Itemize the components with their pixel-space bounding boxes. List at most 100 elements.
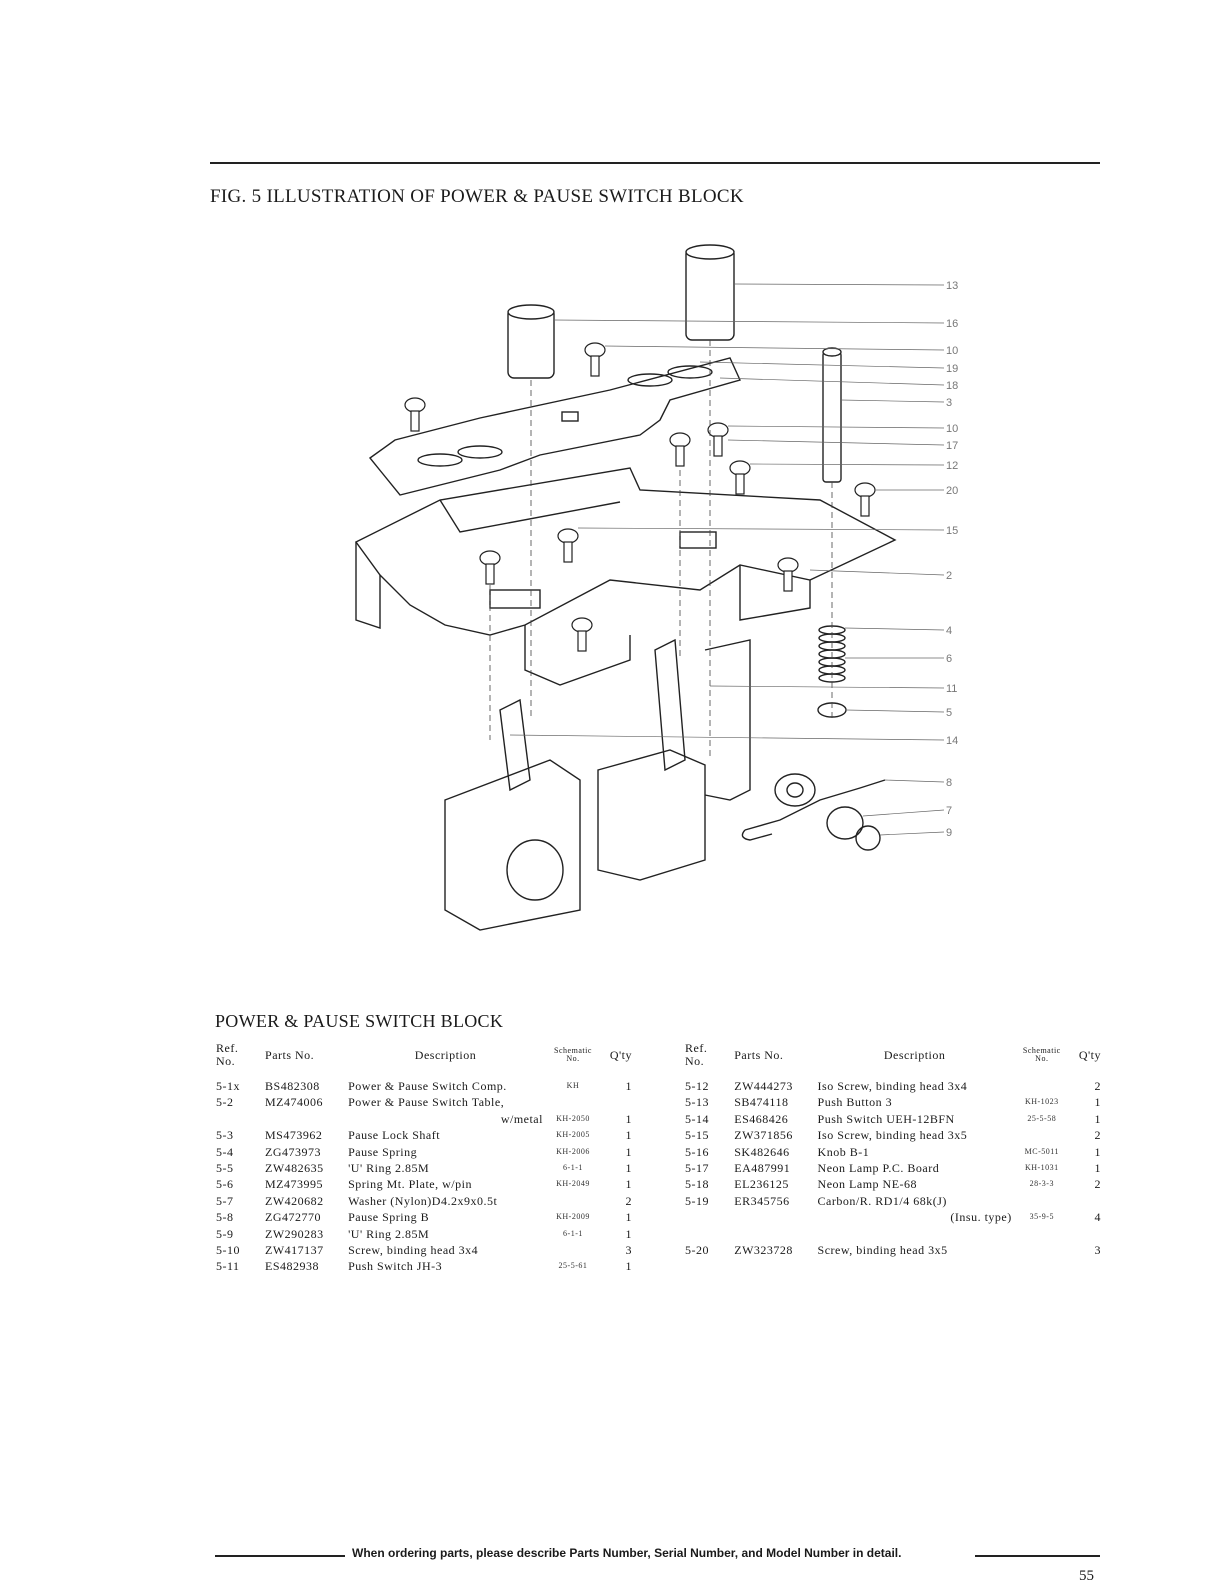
- cell-schematic: KH-1031: [1024, 1163, 1059, 1173]
- header-description: Description: [883, 1047, 946, 1062]
- cell-part-no: ER345756: [734, 1193, 790, 1208]
- callout-12: 12: [946, 460, 958, 472]
- cell-qty: 2: [1094, 1177, 1101, 1192]
- cell-description: Screw, binding head 3x5: [817, 1243, 948, 1258]
- cell-schematic: 25-5-58: [1027, 1113, 1057, 1123]
- cell-ref: 5-9: [216, 1226, 234, 1241]
- callout-17: 17: [946, 440, 958, 452]
- cell-part-no: ES468426: [734, 1111, 789, 1126]
- cell-qty: 1: [1094, 1111, 1101, 1126]
- cell-part-no: ZG473973: [265, 1144, 322, 1159]
- cell-ref: 5-1x: [216, 1079, 240, 1093]
- cell-ref: 5-20: [685, 1243, 709, 1258]
- callout-10: 10: [946, 345, 958, 357]
- cell-description: Iso Screw, binding head 3x5: [817, 1128, 968, 1143]
- cell-description: Iso Screw, binding head 3x4: [817, 1079, 968, 1093]
- callout-4: 4: [946, 625, 952, 637]
- cell-description: Carbon/R. RD1/4 68k(J): [817, 1193, 947, 1208]
- cell-qty: 1: [625, 1079, 632, 1093]
- callout-20: 20: [946, 485, 958, 497]
- page-number: 55: [1079, 1568, 1094, 1584]
- cell-part-no: ZW482635: [265, 1161, 324, 1176]
- callout-3: 3: [946, 397, 952, 409]
- cell-schematic: [1014, 1078, 1070, 1094]
- cell-qty: 4: [1094, 1210, 1101, 1225]
- top-rule: [210, 162, 1100, 164]
- cell-ref: [214, 1111, 263, 1127]
- cell-schematic: [545, 1094, 601, 1110]
- header-ref: Ref.No.: [685, 1041, 708, 1068]
- cell-schematic: KH-2009: [556, 1212, 590, 1222]
- cell-schematic: 28-3-3: [1029, 1179, 1054, 1189]
- cell-part-no: MS473962: [265, 1128, 323, 1143]
- cell-qty: 1: [625, 1161, 632, 1176]
- cell-schematic: 35-9-5: [1029, 1212, 1054, 1222]
- cell-schematic: 6-1-1: [563, 1163, 583, 1173]
- cell-ref: 5-13: [685, 1095, 709, 1110]
- cell-qty: 3: [1094, 1243, 1101, 1258]
- cell-qty: 1: [1094, 1144, 1101, 1159]
- cell-description: Pause Lock Shaft: [348, 1128, 441, 1143]
- header-ref: Ref.No.: [216, 1041, 239, 1068]
- cell-part-no: SB474118: [734, 1095, 789, 1110]
- header-qty: Q'ty: [609, 1047, 632, 1062]
- cell-ref: 5-17: [685, 1161, 709, 1176]
- callout-7: 7: [946, 805, 952, 817]
- cell-ref: 5-10: [216, 1243, 240, 1258]
- cell-ref: 5-6: [216, 1177, 234, 1192]
- cell-schematic: [1014, 1226, 1070, 1242]
- callout-19: 19: [946, 363, 958, 375]
- lock-shaft: [822, 347, 842, 483]
- pc-board: [368, 357, 741, 496]
- cell-schematic: KH-2050: [556, 1113, 590, 1123]
- cell-qty: 2: [625, 1193, 632, 1208]
- table-row: [683, 1226, 1103, 1242]
- figure-title: FIG. 5 ILLUSTRATION OF POWER & PAUSE SWI…: [210, 186, 744, 207]
- callout-13: 13: [946, 280, 958, 292]
- callout-18: 18: [946, 380, 958, 392]
- cell-part-no: ZW444273: [734, 1079, 793, 1093]
- cell-schematic: [1014, 1193, 1070, 1209]
- cell-qty: 1: [625, 1144, 632, 1159]
- header-parts-no: Parts No.: [265, 1047, 315, 1062]
- table-row: 5-19 ER345756 Carbon/R. RD1/4 68k(J): [683, 1193, 1103, 1209]
- cell-schematic: [545, 1242, 601, 1258]
- cell-ref: 5-19: [685, 1193, 709, 1208]
- callout-9: 9: [946, 827, 952, 839]
- cell-description: Neon Lamp NE-68: [817, 1177, 918, 1192]
- push-button-tall: [685, 244, 735, 341]
- footer-rule-left: [215, 1555, 345, 1557]
- footer-rule-right: [975, 1555, 1100, 1557]
- push-switch-left: [444, 759, 581, 931]
- cell-qty: 1: [1094, 1095, 1101, 1110]
- cell-ref: 5-11: [216, 1259, 240, 1274]
- cell-qty: 1: [1094, 1161, 1101, 1176]
- cell-part-no: ZW420682: [265, 1193, 324, 1208]
- cell-description: Push Switch UEH-12BFN: [817, 1111, 955, 1126]
- cell-schematic: KH-2006: [556, 1146, 590, 1156]
- callout-10b: 10: [946, 423, 958, 435]
- cell-description: Spring Mt. Plate, w/pin: [348, 1177, 472, 1192]
- cell-description: Knob B-1: [817, 1144, 870, 1159]
- cell-part-no: ZW371856: [734, 1128, 793, 1143]
- cell-description: Pause Spring B: [348, 1210, 430, 1225]
